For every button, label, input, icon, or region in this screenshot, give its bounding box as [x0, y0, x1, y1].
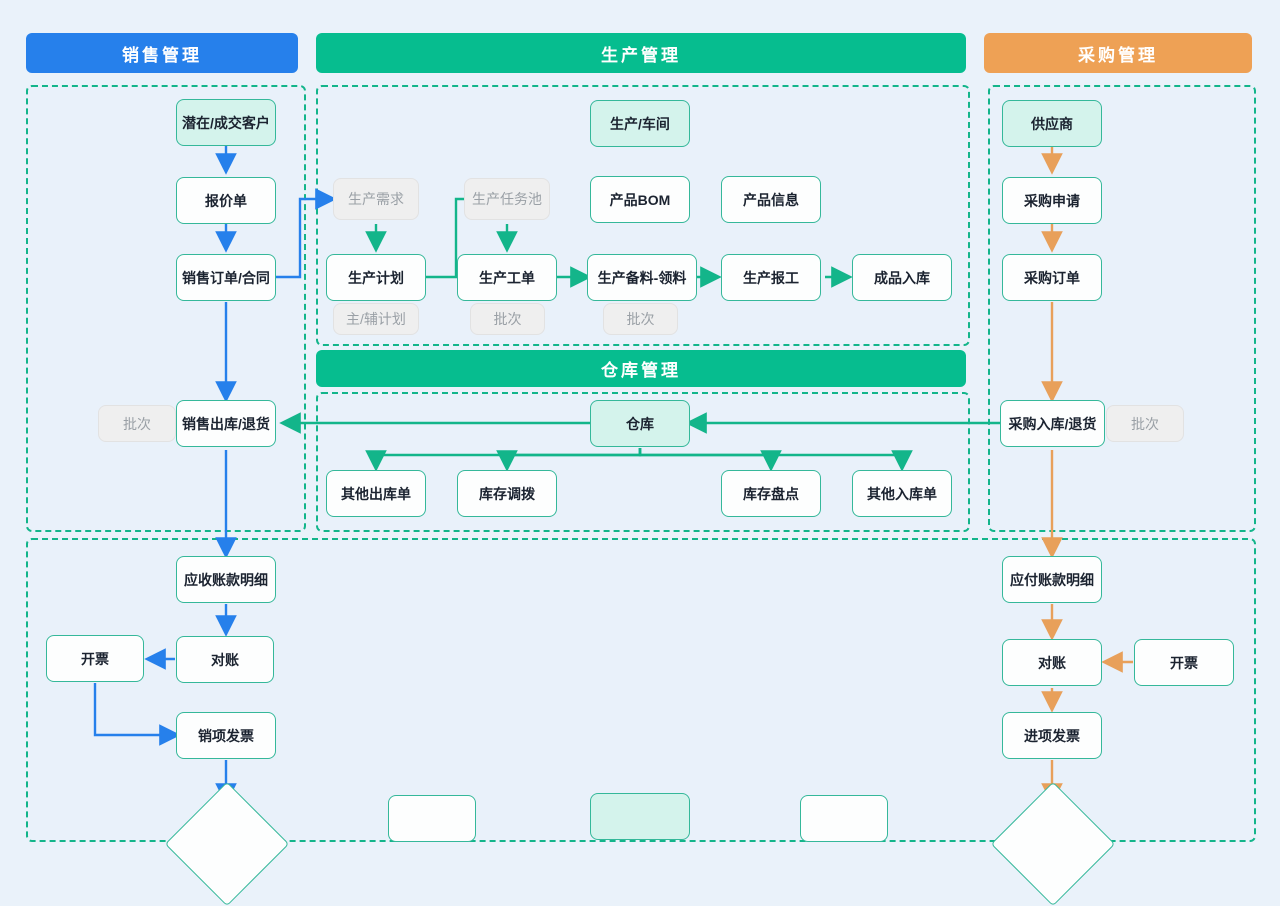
node-label: 产品信息	[743, 191, 799, 208]
node-label: 库存盘点	[743, 485, 799, 502]
node-finished-goods-receipt[interactable]: 成品入库	[852, 254, 952, 301]
node-label: 生产备料-领料	[597, 269, 687, 286]
node-label: 应收账款明细	[184, 571, 268, 588]
node-sales-delivery-return[interactable]: 销售出库/退货	[176, 400, 276, 447]
group-sales	[26, 85, 306, 532]
node-label: 生产报工	[743, 269, 799, 286]
node-work-order-batch[interactable]: 批次	[470, 303, 545, 335]
node-input-invoice[interactable]: 进项发票	[1002, 712, 1102, 759]
node-output-invoice[interactable]: 销项发票	[176, 712, 276, 759]
node-label: 生产工单	[479, 269, 535, 286]
node-label: 采购订单	[1024, 269, 1080, 286]
node-label: 潜在/成交客户	[182, 114, 270, 131]
node-product-info[interactable]: 产品信息	[721, 176, 821, 223]
node-sales-customer[interactable]: 潜在/成交客户	[176, 99, 276, 146]
node-production-task-pool[interactable]: 生产任务池	[464, 178, 550, 220]
node-label: 对账	[1038, 654, 1066, 671]
node-label: 供应商	[1031, 115, 1073, 132]
node-production-demand[interactable]: 生产需求	[333, 178, 419, 220]
node-stock-count[interactable]: 库存盘点	[721, 470, 821, 517]
node-purchase-order[interactable]: 采购订单	[1002, 254, 1102, 301]
node-bottom-partial-1[interactable]	[388, 795, 476, 842]
node-label: 批次	[1131, 415, 1159, 432]
node-label: 成品入库	[874, 269, 930, 286]
node-label: 报价单	[205, 192, 247, 209]
node-payable-detail[interactable]: 应付账款明细	[1002, 556, 1102, 603]
node-label: 生产任务池	[472, 191, 542, 207]
node-label: 销项发票	[198, 727, 254, 744]
node-label: 主/辅计划	[346, 311, 406, 327]
node-sales-quotation[interactable]: 报价单	[176, 177, 276, 224]
node-production-work-order[interactable]: 生产工单	[457, 254, 557, 301]
node-label: 生产/车间	[610, 115, 670, 132]
node-label: 采购入库/退货	[1008, 415, 1097, 432]
node-production-material-picking[interactable]: 生产备料-领料	[587, 254, 697, 301]
erp-flowchart-canvas: 销售管理 生产管理 采购管理 仓库管理	[26, 33, 1256, 906]
banner-production: 生产管理	[316, 33, 966, 73]
banner-purchase-label: 采购管理	[1078, 45, 1158, 65]
node-bottom-partial-3[interactable]	[800, 795, 888, 842]
node-label: 库存调拨	[479, 485, 535, 502]
node-label: 生产计划	[348, 269, 404, 286]
node-production-plan[interactable]: 生产计划	[326, 254, 426, 301]
node-receivable-invoicing[interactable]: 开票	[46, 635, 144, 682]
node-label: 对账	[211, 651, 239, 668]
node-stock-transfer[interactable]: 库存调拨	[457, 470, 557, 517]
node-picking-batch[interactable]: 批次	[603, 303, 678, 335]
node-other-inbound[interactable]: 其他入库单	[852, 470, 952, 517]
node-purchase-requisition[interactable]: 采购申请	[1002, 177, 1102, 224]
banner-sales-label: 销售管理	[122, 45, 202, 65]
node-receivable-reconciliation[interactable]: 对账	[176, 636, 274, 683]
node-production-reporting[interactable]: 生产报工	[721, 254, 821, 301]
node-label: 开票	[1170, 654, 1198, 671]
node-supplier[interactable]: 供应商	[1002, 100, 1102, 147]
node-purchase-receipt-return[interactable]: 采购入库/退货	[1000, 400, 1105, 447]
banner-production-label: 生产管理	[601, 45, 681, 65]
node-label: 仓库	[626, 415, 654, 432]
node-label: 销售出库/退货	[182, 415, 270, 432]
node-label: 应付账款明细	[1010, 571, 1094, 588]
node-other-outbound[interactable]: 其他出库单	[326, 470, 426, 517]
node-label: 采购申请	[1024, 192, 1080, 209]
banner-purchase: 采购管理	[984, 33, 1252, 73]
node-sales-order[interactable]: 销售订单/合同	[176, 254, 276, 301]
node-label: 批次	[626, 311, 655, 327]
node-receivable-detail[interactable]: 应收账款明细	[176, 556, 276, 603]
node-label: 批次	[123, 415, 151, 432]
banner-sales: 销售管理	[26, 33, 298, 73]
node-sales-batch[interactable]: 批次	[98, 405, 176, 442]
banner-warehouse-label: 仓库管理	[601, 361, 681, 380]
node-purchase-batch[interactable]: 批次	[1106, 405, 1184, 442]
node-label: 其他入库单	[867, 485, 937, 502]
node-label: 批次	[493, 311, 522, 327]
node-plan-type[interactable]: 主/辅计划	[333, 303, 419, 335]
node-label: 生产需求	[348, 191, 404, 207]
node-label: 销售订单/合同	[182, 269, 270, 286]
node-label: 产品BOM	[609, 191, 671, 208]
node-payable-reconciliation[interactable]: 对账	[1002, 639, 1102, 686]
group-purchase	[988, 85, 1256, 532]
node-label: 开票	[81, 650, 109, 667]
node-label: 进项发票	[1024, 727, 1080, 744]
banner-warehouse: 仓库管理	[316, 350, 966, 387]
node-label: 其他出库单	[341, 485, 411, 502]
node-warehouse[interactable]: 仓库	[590, 400, 690, 447]
node-production-workshop[interactable]: 生产/车间	[590, 100, 690, 147]
node-payable-invoicing[interactable]: 开票	[1134, 639, 1234, 686]
node-product-bom[interactable]: 产品BOM	[590, 176, 690, 223]
node-bottom-partial-2[interactable]	[590, 793, 690, 840]
